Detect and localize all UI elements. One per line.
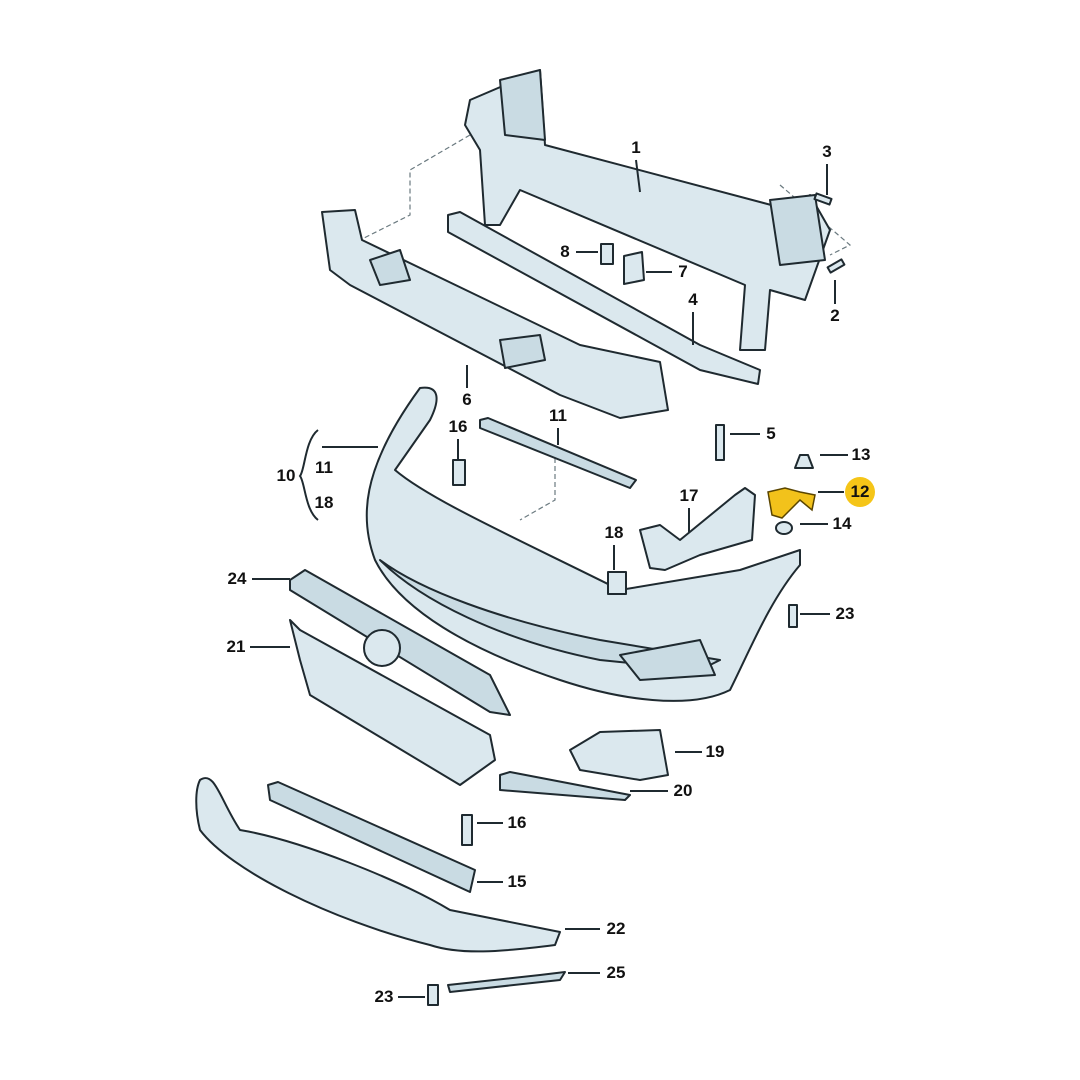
callout-2[interactable]: 2	[830, 306, 840, 325]
part-16-clip-lower	[461, 814, 473, 846]
callout-10-sub-18[interactable]: 18	[314, 493, 334, 512]
part-4-impact-strip	[447, 211, 761, 385]
part-25-trim	[447, 971, 566, 993]
part-21-grille	[289, 619, 496, 786]
callout-10[interactable]: 10	[276, 466, 296, 485]
part-5-screw	[715, 424, 725, 461]
leader-lines	[250, 159, 848, 998]
callout-23-lower[interactable]: 23	[374, 987, 394, 1006]
part-6-energy-absorber	[321, 209, 669, 419]
part-13-nut	[794, 454, 814, 469]
bumper-cover	[365, 386, 801, 702]
callout-8[interactable]: 8	[560, 242, 570, 261]
part-19-fog-grille	[569, 729, 669, 781]
part-15-strip	[267, 781, 476, 893]
part-11-trim-strip	[479, 417, 637, 489]
callout-19[interactable]: 19	[705, 742, 725, 761]
part-7-bracket	[623, 251, 645, 285]
callout-5[interactable]: 5	[766, 424, 776, 443]
callout-25[interactable]: 25	[606, 963, 626, 982]
callout-21[interactable]: 21	[226, 637, 246, 656]
part-17-bracket	[639, 487, 756, 571]
callout-6[interactable]: 6	[462, 390, 472, 409]
callout-16[interactable]: 16	[448, 417, 468, 436]
callout-14[interactable]: 14	[832, 514, 852, 533]
callout-20[interactable]: 20	[673, 781, 693, 800]
callout-3[interactable]: 3	[822, 142, 832, 161]
callout-17[interactable]: 17	[679, 486, 699, 505]
part-14-nut	[775, 521, 793, 535]
part-22-spoiler	[195, 777, 561, 953]
part-1-bumper-reinforcement	[464, 69, 831, 351]
part-20-trim	[499, 771, 631, 801]
part-12-bracket-highlighted	[767, 487, 816, 519]
callout-13[interactable]: 13	[851, 445, 871, 464]
callout-11[interactable]: 11	[549, 406, 567, 425]
callout-12-highlighted[interactable]: 12	[845, 477, 875, 507]
part-8-screw	[600, 243, 614, 265]
part-23-bolt-lower	[427, 984, 439, 1006]
callout-4[interactable]: 4	[688, 290, 698, 309]
part-2-bolt	[826, 258, 846, 274]
part-3-bolt	[813, 192, 833, 206]
callout-15[interactable]: 15	[507, 872, 527, 891]
part-18-clip	[607, 571, 627, 595]
callout-10-sub-11[interactable]: 11	[315, 458, 333, 477]
callout-7[interactable]: 7	[678, 262, 688, 281]
callout-18[interactable]: 18	[604, 523, 624, 542]
part-16-clip	[452, 459, 466, 486]
callout-23[interactable]: 23	[835, 604, 855, 623]
callout-16-lower[interactable]: 16	[507, 813, 527, 832]
callout-1[interactable]: 1	[631, 138, 641, 157]
part-23-bolt	[788, 604, 798, 628]
callout-22[interactable]: 22	[606, 919, 626, 938]
callout-24[interactable]: 24	[227, 569, 247, 588]
